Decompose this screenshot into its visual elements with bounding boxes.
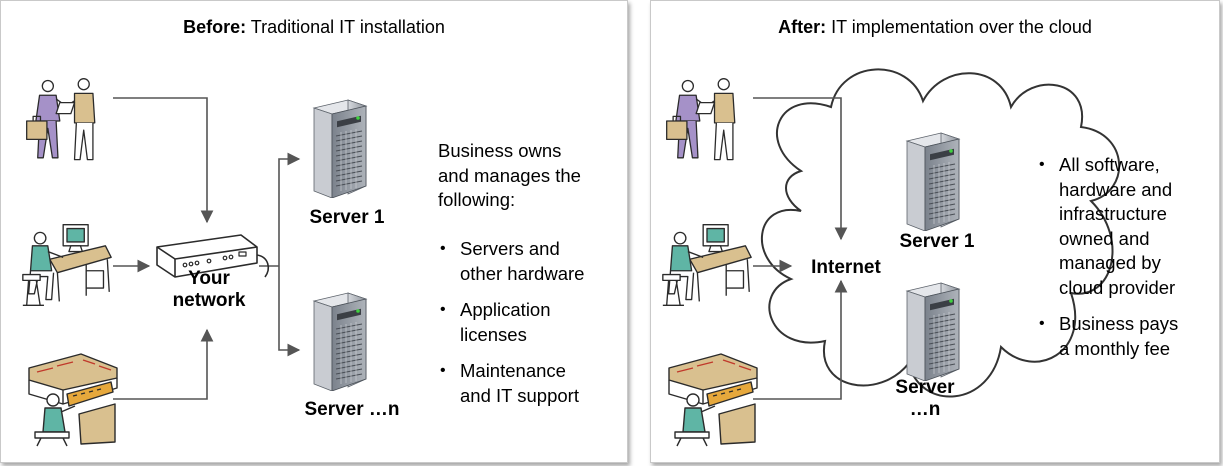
server-n-icon [906, 282, 960, 381]
bullet-line: Business pays [1059, 313, 1179, 334]
before-title: Before: Traditional IT installation [1, 17, 627, 38]
bullet-line: owned and [1059, 227, 1150, 249]
bullet-line: hardware and [1059, 178, 1173, 200]
connector-people-to-network [113, 97, 214, 224]
connector-to-servern [278, 266, 301, 357]
connector-people-to-internet [753, 97, 848, 241]
before-diagram [22, 77, 367, 447]
before-bullet-list: Servers and other hardware Application l… [438, 237, 584, 408]
server-n-line1: Server [895, 377, 955, 398]
after-bullet-item: All software, hardware and infrastructur… [1037, 153, 1178, 300]
desk-worker-icon [22, 223, 112, 307]
after-title-bold: After: [778, 17, 827, 37]
connector-to-server1 [278, 152, 301, 266]
server-1-label: Server 1 [309, 207, 385, 228]
server-1-icon [906, 132, 960, 231]
before-title-rest: Traditional IT installation [246, 17, 445, 37]
business-owns-line-2: and manages the [438, 164, 581, 186]
your-network-line2: network [172, 290, 246, 311]
server-n-label: Server …n [304, 399, 400, 420]
business-people-icon [25, 77, 96, 161]
before-title-bold: Before: [183, 17, 247, 37]
connector-console-to-internet [753, 279, 848, 400]
server-1-icon [313, 99, 367, 198]
bullet-line: a monthly fee [1059, 337, 1171, 359]
before-bullet-item: Application licenses [438, 298, 584, 347]
desk-worker-icon [662, 223, 752, 307]
bullet-line: other hardware [460, 262, 585, 284]
internet-label: Internet [811, 257, 881, 278]
after-bullet-item: Business pays a monthly fee [1037, 312, 1178, 361]
business-owns-line-3: following: [438, 189, 516, 210]
after-title: After: IT implementation over the cloud [651, 17, 1219, 38]
bullet-line: managed by [1059, 252, 1161, 273]
bullet-line: cloud provider [1059, 276, 1176, 298]
after-title-rest: IT implementation over the cloud [826, 17, 1092, 37]
server-n-label: Server …n [885, 377, 965, 421]
business-people-icon [665, 77, 736, 161]
control-console-worker-icon [668, 353, 758, 447]
before-panel: Before: Traditional IT installation Your… [0, 0, 628, 463]
bullet-line: infrastructure [1059, 203, 1167, 224]
your-network-label: Your network [161, 268, 257, 312]
control-console-worker-icon [28, 353, 118, 447]
server-n-icon [313, 292, 367, 391]
before-bullet-item: Servers and other hardware [438, 237, 584, 286]
business-owns-text: Business owns and manages the following: [438, 139, 581, 213]
bullet-line: and IT support [460, 384, 579, 406]
before-bullet-item: Maintenance and IT support [438, 359, 584, 408]
bullet-line: Servers and [460, 238, 560, 259]
bullet-line: All software, [1059, 154, 1160, 175]
connector-console-to-network [113, 328, 214, 400]
bullet-line: Maintenance [460, 360, 566, 381]
server-1-label: Server 1 [899, 231, 975, 252]
bullet-line: Application [460, 299, 551, 320]
after-panel: After: IT implementation over the cloud … [650, 0, 1220, 463]
after-bullet-list: All software, hardware and infrastructur… [1037, 153, 1178, 361]
business-owns-line-1: Business owns [438, 140, 562, 161]
bullet-line: licenses [460, 323, 527, 345]
your-network-line1: Your [188, 268, 230, 289]
server-n-line2: …n [909, 399, 941, 420]
